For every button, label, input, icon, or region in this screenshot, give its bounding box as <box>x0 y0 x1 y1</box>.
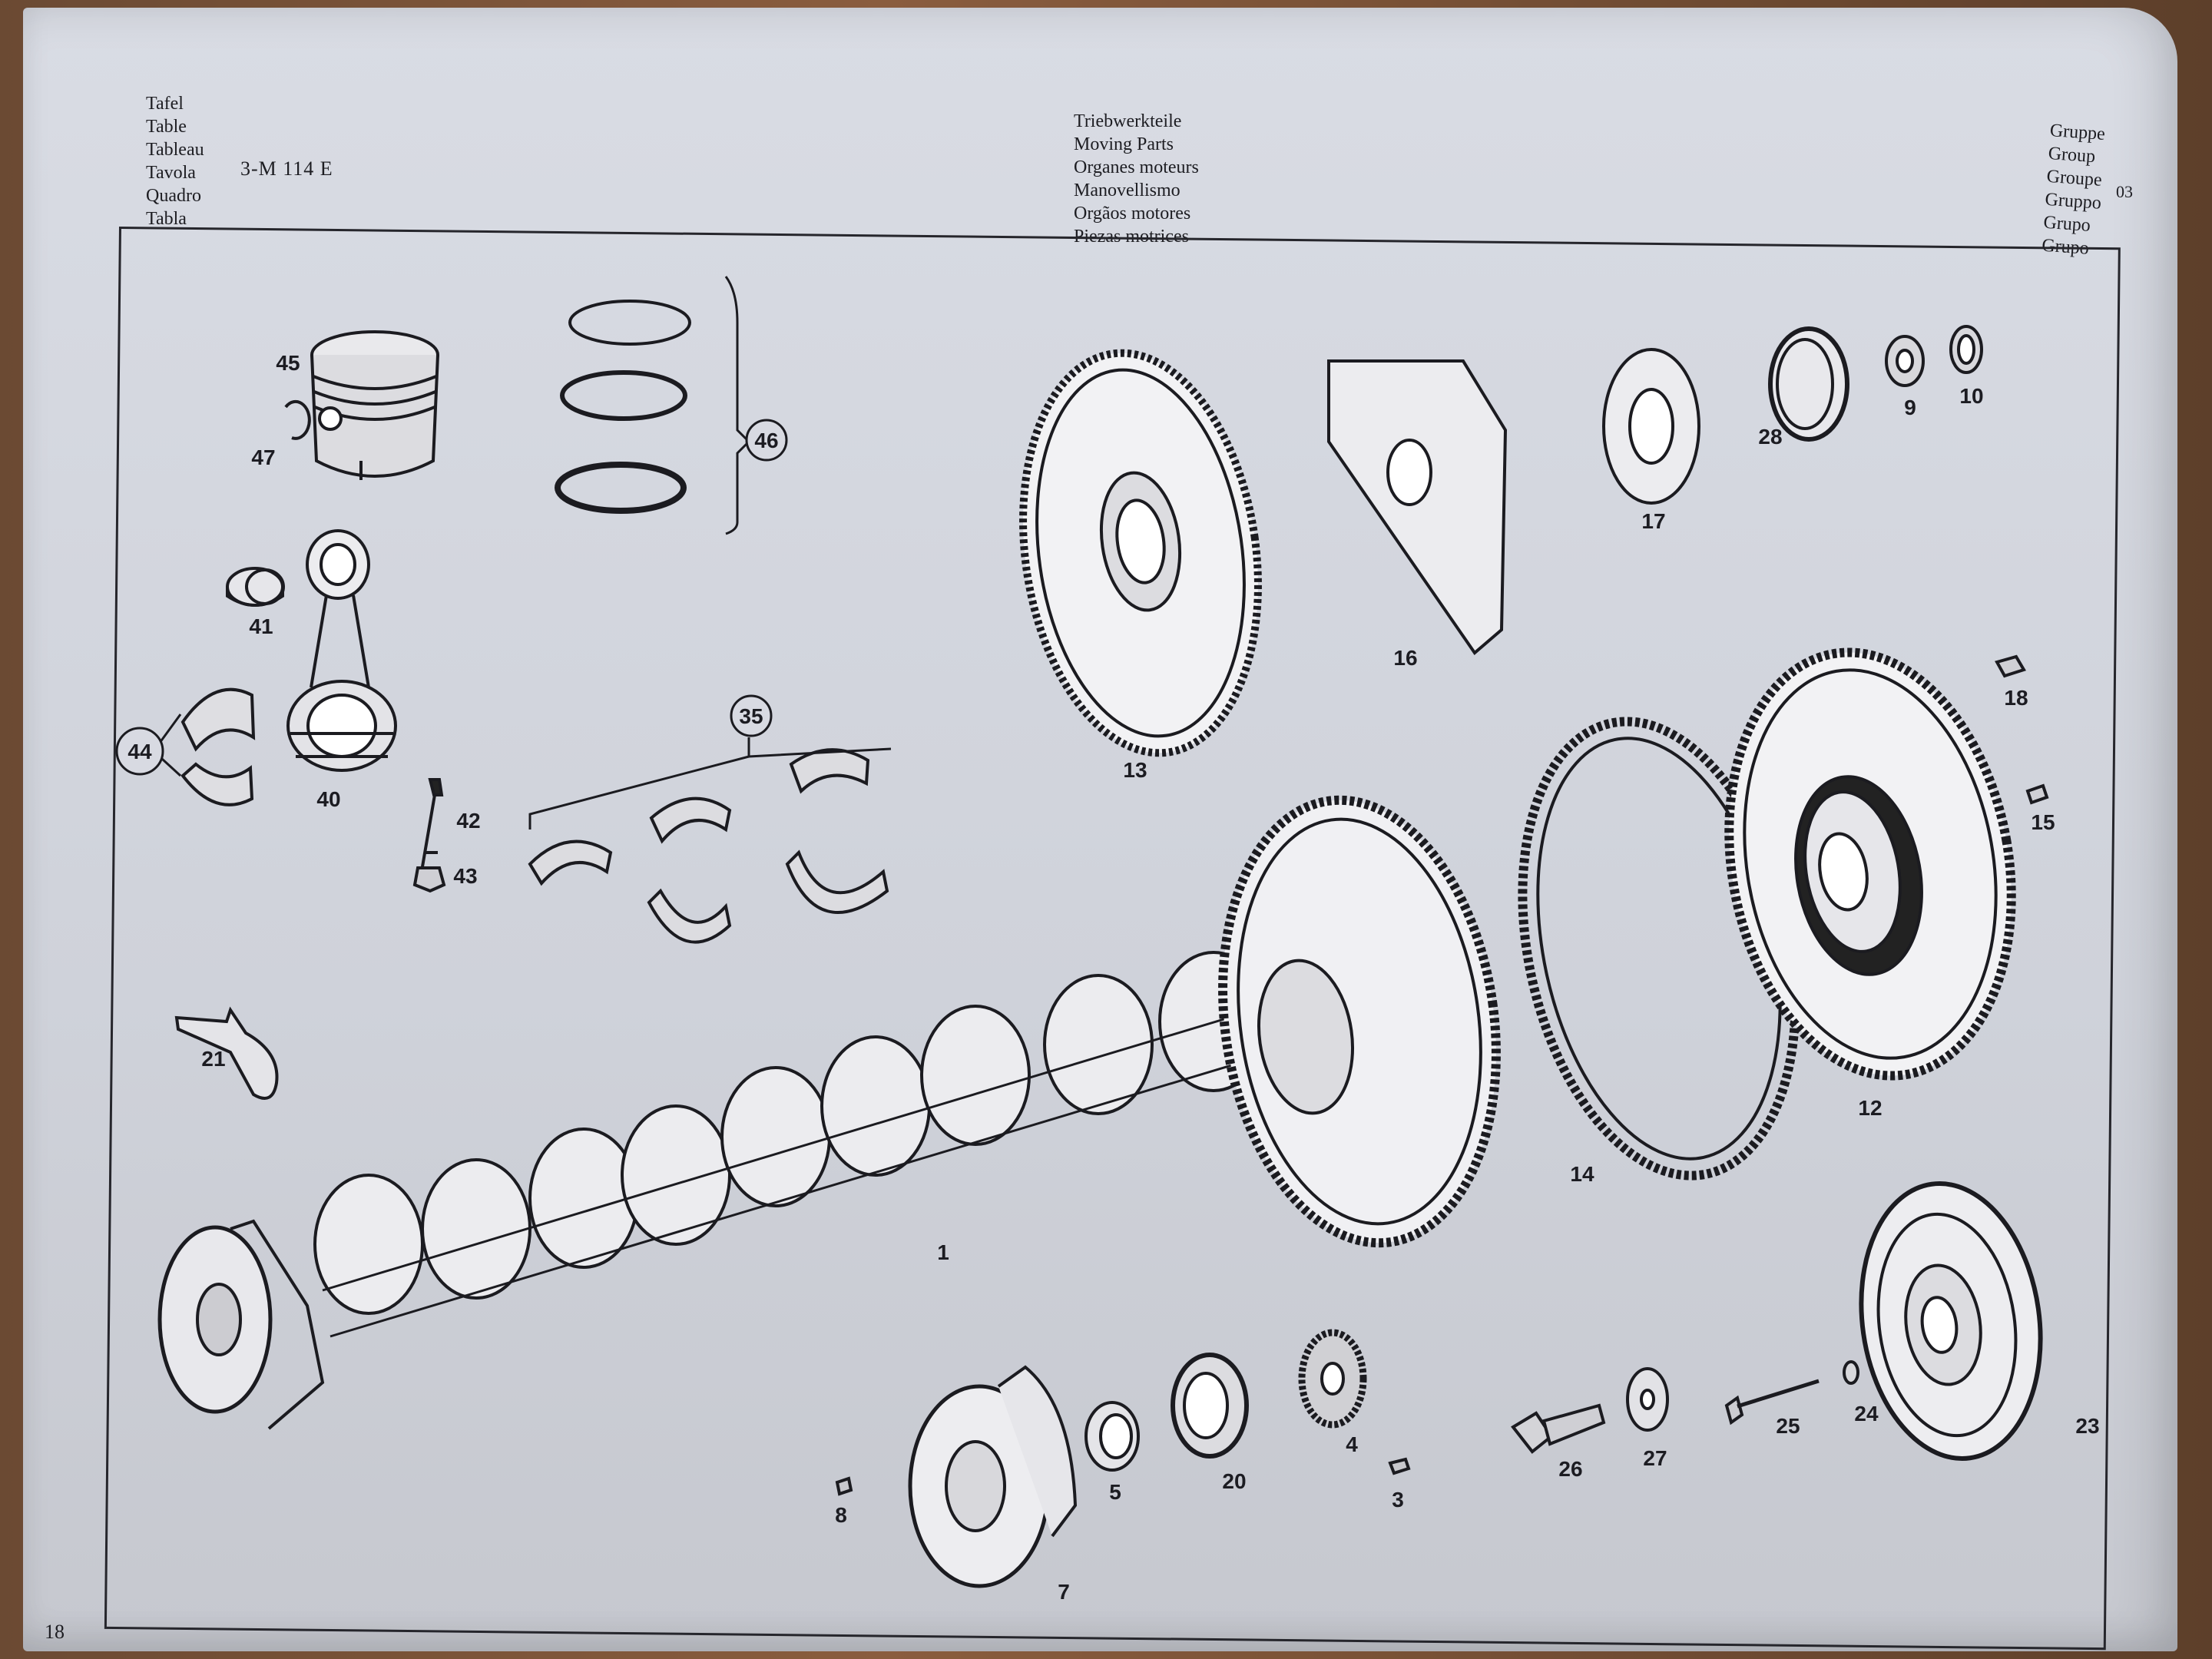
adapter-plate-drawing <box>1327 359 1508 655</box>
seal-ring-drawing <box>1768 326 1849 442</box>
part-label-16: 16 <box>1393 646 1417 670</box>
part-label-3: 3 <box>1392 1488 1404 1512</box>
table-word: Tafel <box>146 94 184 114</box>
part-label-10: 10 <box>1959 384 1983 408</box>
part-label-45: 45 <box>276 351 300 375</box>
piston-drawing <box>310 330 439 480</box>
part-label-21: 21 <box>201 1047 225 1071</box>
connecting-rod-drawing <box>286 529 397 772</box>
part-label-47: 47 <box>251 445 275 469</box>
part-label-23: 23 <box>2075 1414 2099 1438</box>
part-label-14: 14 <box>1570 1162 1594 1186</box>
table-word: Tableau <box>146 140 204 160</box>
callout-circle-35 <box>730 694 773 737</box>
part-label-44: 44 <box>127 740 152 763</box>
small-washer-drawing <box>1843 1360 1859 1385</box>
ring-gear-flywheel-drawing <box>1019 349 1262 757</box>
sprocket-drawing <box>1298 1329 1367 1429</box>
part-label-35: 35 <box>739 704 763 728</box>
group-number: 03 <box>2116 182 2133 201</box>
pulley-bolt-drawing <box>1511 1403 1606 1454</box>
key-drawing <box>1388 1457 1411 1475</box>
circlip-drawing <box>284 399 311 440</box>
part-label-25: 25 <box>1776 1414 1800 1438</box>
rod-bolt-drawing <box>419 778 444 876</box>
part-label-7: 7 <box>1058 1580 1070 1604</box>
washer-drawing <box>1626 1367 1669 1432</box>
part-label-24: 24 <box>1854 1402 1879 1426</box>
rod-nut-drawing <box>412 866 446 893</box>
spacer-bush-drawing <box>1084 1401 1140 1472</box>
crank-flywheel-drawing <box>1218 795 1501 1248</box>
table-word: Quadro <box>146 186 201 206</box>
piston-rings-drawing <box>555 276 751 535</box>
part-label-42: 42 <box>456 809 480 833</box>
dowel-pin-drawing <box>2025 783 2049 805</box>
part-label-28: 28 <box>1758 425 1782 449</box>
bushing-drawing <box>226 567 285 607</box>
spacer-plate-drawing <box>1602 348 1700 505</box>
part-label-40: 40 <box>316 787 340 811</box>
section-title-block: Triebwerkteile Moving Parts Organes mote… <box>1074 110 1199 248</box>
table-word: Table <box>146 117 187 137</box>
part-label-20: 20 <box>1222 1469 1246 1493</box>
crank-seal-drawing <box>1171 1353 1249 1459</box>
part-label-43: 43 <box>453 864 477 888</box>
table-label-block: Tafel Table Tableau Tavola Quadro Tabla <box>146 92 204 230</box>
page-number: 18 <box>45 1621 65 1643</box>
model-code: 3-M 114 E <box>240 157 333 180</box>
section-title: Triebwerkteile <box>1074 111 1182 131</box>
hub-pulley-drawing <box>908 1365 1078 1588</box>
part-label-13: 13 <box>1123 758 1147 782</box>
part-label-1: 1 <box>937 1240 949 1264</box>
section-title: Organes moteurs <box>1074 157 1199 177</box>
part-label-8: 8 <box>835 1503 847 1527</box>
table-word: Tabla <box>146 209 187 229</box>
section-title: Moving Parts <box>1074 134 1174 154</box>
part-label-17: 17 <box>1641 509 1665 533</box>
part-label-5: 5 <box>1109 1480 1121 1504</box>
vibration-damper-drawing <box>1859 1181 2043 1461</box>
part-label-12: 12 <box>1858 1096 1882 1120</box>
rod-bearing-shells-drawing <box>180 687 256 806</box>
part-label-4: 4 <box>1346 1432 1358 1456</box>
callout-circle-46 <box>745 419 788 462</box>
main-bearing-shells-drawing <box>528 737 892 944</box>
part-label-27: 27 <box>1643 1446 1667 1470</box>
bracket-drawing <box>174 1006 279 1100</box>
part-label-15: 15 <box>2031 810 2055 834</box>
part-label-18: 18 <box>2004 686 2028 710</box>
crankshaft-drawing <box>157 951 1300 1430</box>
section-title: Manovellismo <box>1074 180 1181 200</box>
part-label-46: 46 <box>754 429 778 452</box>
small-pin-drawing <box>835 1476 853 1496</box>
callout-circle-44 <box>115 727 164 776</box>
long-bolt-drawing <box>1724 1379 1820 1426</box>
flywheel-drawing <box>1724 647 2016 1081</box>
section-title: Orgãos motores <box>1074 204 1191 224</box>
part-label-9: 9 <box>1904 396 1916 419</box>
section-title: Piezas motrices <box>1074 227 1189 247</box>
part-label-26: 26 <box>1558 1457 1582 1481</box>
part-label-41: 41 <box>249 614 273 638</box>
table-word: Tavola <box>146 163 196 183</box>
flywheel-bolt-drawing <box>1995 654 2026 678</box>
